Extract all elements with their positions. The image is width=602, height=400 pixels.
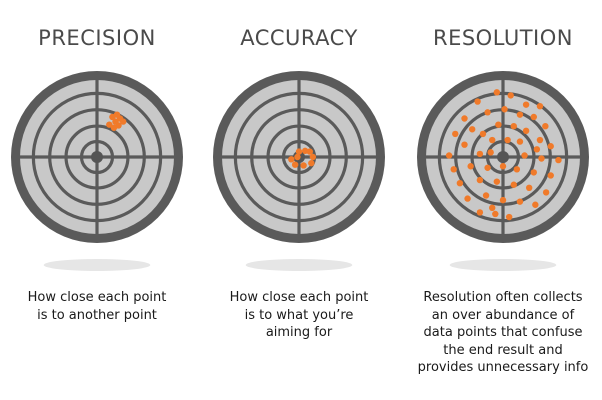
data-point (493, 178, 501, 185)
target-icon (213, 71, 385, 271)
data-point (452, 130, 459, 138)
data-point (510, 123, 517, 130)
data-point (505, 213, 513, 221)
data-point (525, 184, 533, 191)
data-point (499, 196, 507, 204)
data-point (288, 156, 295, 163)
target-icon (11, 71, 183, 271)
caption-line: data points that confuse (423, 325, 583, 340)
bullseye (91, 151, 103, 163)
data-point (489, 136, 496, 144)
data-point (474, 98, 481, 105)
panel-title: RESOLUTION (432, 26, 573, 50)
data-point (504, 136, 511, 144)
data-point (476, 176, 484, 184)
target-icon (417, 71, 589, 271)
caption-line: is to what you’re (244, 307, 354, 323)
data-point (516, 138, 524, 145)
data-point (542, 189, 550, 196)
data-point (507, 92, 514, 99)
data-point (533, 146, 541, 153)
data-point (499, 163, 507, 170)
data-point (555, 156, 562, 164)
data-point (113, 111, 121, 118)
data-point (547, 143, 554, 150)
caption-line: an over abundance of (431, 307, 575, 323)
data-point (476, 150, 484, 158)
data-point (542, 123, 549, 130)
target-shadow (43, 259, 151, 271)
data-point (115, 122, 122, 129)
data-point (536, 136, 544, 144)
panel-accuracy: ACCURACY How close each point is to what… (200, 0, 398, 400)
data-point (119, 118, 127, 125)
data-point (530, 113, 537, 121)
data-point (516, 111, 524, 118)
data-point (492, 210, 499, 218)
data-point (547, 172, 554, 179)
panel-caption: Resolution often collects an over abunda… (404, 289, 602, 377)
data-point (309, 153, 317, 161)
caption-line: How close each point (229, 290, 369, 305)
panel-precision: PRECISION How close each point is to ano… (0, 0, 194, 400)
data-point (532, 201, 539, 208)
bullseye (497, 151, 509, 163)
data-point (479, 130, 487, 138)
data-point (484, 109, 491, 116)
data-point (487, 149, 494, 156)
data-point (536, 102, 544, 110)
data-point (484, 164, 491, 171)
data-point (291, 161, 299, 168)
panel-title: ACCURACY (240, 26, 358, 50)
data-point (294, 153, 301, 161)
data-point (476, 209, 484, 216)
data-point (516, 198, 524, 205)
panel-caption: How close each point is to another point (0, 289, 194, 324)
data-point (469, 126, 476, 133)
data-point (445, 152, 453, 159)
caption-line: aiming for (265, 325, 333, 340)
caption-line: is to another point (37, 307, 157, 323)
data-point (522, 127, 530, 135)
data-point (482, 192, 490, 199)
panel-caption: How close each point is to what you’re a… (200, 289, 398, 342)
data-point (538, 155, 545, 162)
target-shadow (449, 259, 557, 271)
data-point (513, 166, 521, 173)
data-point (495, 121, 502, 128)
caption-line: How close each point (27, 290, 167, 305)
panel-title: PRECISION (38, 26, 156, 50)
data-point (456, 179, 464, 187)
data-point (489, 204, 496, 212)
target-shadow (245, 259, 353, 271)
data-point (295, 148, 303, 155)
data-point (461, 141, 468, 148)
data-point (464, 195, 471, 202)
caption-line: provides unnecessary info (417, 360, 589, 375)
caption-line: Resolution often collects (423, 290, 583, 305)
data-point (510, 181, 517, 188)
data-point (106, 121, 113, 128)
data-point (501, 106, 508, 113)
data-point (521, 152, 528, 159)
panel-resolution: RESOLUTION Resolution often collects an … (404, 0, 602, 400)
data-point (530, 169, 537, 176)
data-point (461, 115, 468, 122)
data-point (308, 159, 315, 167)
data-point (493, 89, 501, 96)
data-point (450, 166, 457, 173)
data-point (300, 162, 307, 169)
data-point (522, 101, 530, 108)
data-point (467, 163, 474, 170)
caption-line: the end result and (443, 342, 563, 358)
data-point (306, 148, 313, 155)
